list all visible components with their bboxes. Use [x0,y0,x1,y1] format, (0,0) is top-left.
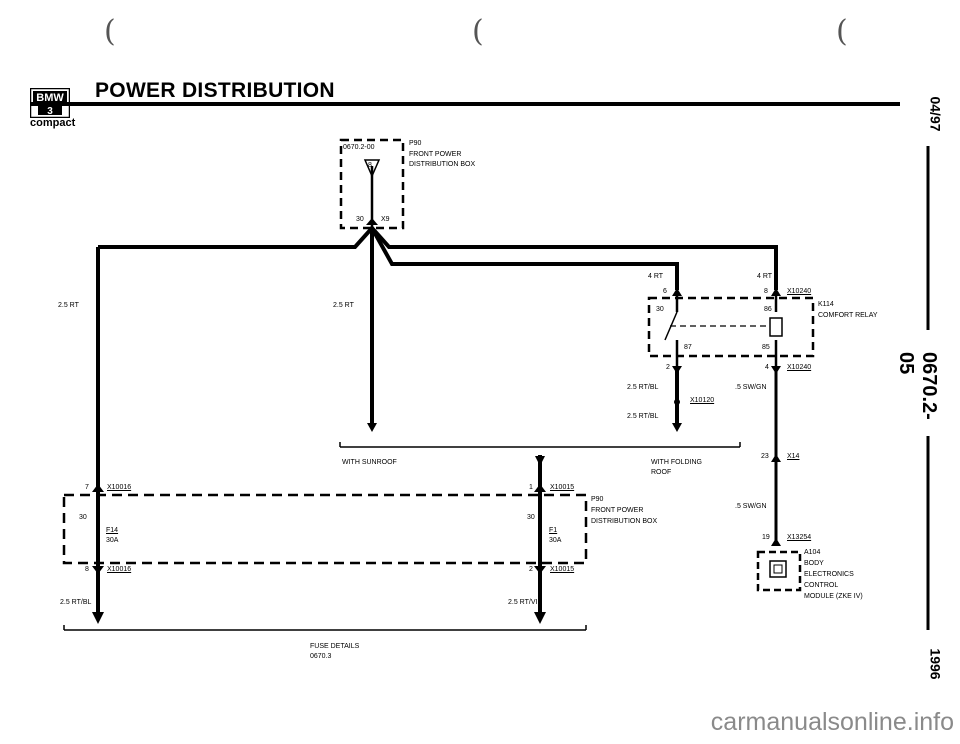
relay-pin87: 87 [684,344,692,351]
arrow-down-icon [534,612,546,624]
x13254-pin: 19 [762,534,770,541]
scan-mark: ( [836,14,848,49]
pin30-left: 30 [79,514,87,521]
pin30-center: 30 [527,514,535,521]
with-sunroof: WITH SUNROOF [342,459,397,466]
brand-model-text: compact [30,117,76,129]
splice-x10120: X10120 [690,397,715,404]
connector-down-icon [534,566,546,574]
wire-center-top: 2.5 RT [333,302,354,309]
relay-conn-bottom: X10240 [787,364,812,371]
x14: X14 [787,453,800,460]
x10015-top-pin: 1 [529,484,533,491]
p90-bottom-desc2: DISTRIBUTION BOX [591,518,658,525]
p90-top-desc2: DISTRIBUTION BOX [409,161,476,168]
x10016-bottom-pin: 8 [85,566,89,573]
wire-left-top: 2.5 RT [58,302,79,309]
wire-swgn-1: .5 SW/GN [735,384,767,391]
relay-pin86: 86 [764,306,772,313]
p90-bottom-desc1: FRONT POWER [591,507,644,514]
relay-conn-top: X10240 [787,288,812,295]
fuse-f14: F14 [106,527,119,534]
splice-dot-icon [674,399,680,405]
x10016-top: X10016 [107,484,132,491]
fuse-f1: F1 [549,527,558,534]
connector-up-icon [92,484,104,492]
fuse-details-1: FUSE DETAILS [310,643,360,650]
svg-text:3: 3 [47,106,53,117]
p90-top-fuse: 8 [368,162,372,169]
scan-mark: ( [104,14,116,49]
relay-desc: COMFORT RELAY [818,312,878,319]
connector-up-icon [771,538,781,546]
arrow-down-icon [672,423,682,432]
arrow-down-icon [535,456,545,466]
x14-pin: 23 [761,453,769,460]
p90-top-pin30: 30 [356,216,364,223]
p90-top-code: 0670.2-00 [343,144,375,151]
with-folding-2: ROOF [651,469,672,476]
fuse-details-2: 0670.3 [310,653,332,660]
svg-text:BMW: BMW [36,92,64,104]
relay-pin-left: 4 RT [648,273,664,280]
x10015-bottom-pin: 2 [529,566,533,573]
wire-swgn-2: .5 SW/GN [735,503,767,510]
relay-pin85: 85 [762,344,770,351]
connector-up-icon [672,288,682,296]
fuse-f1-amp: 30A [549,537,562,544]
p90-top-name: P90 [409,140,422,147]
arrow-down-icon [92,612,104,624]
wire-bottom-center: 2.5 RT/VI [508,599,538,606]
fuse-f14-amp: 30A [106,537,119,544]
a104-desc1: BODY [804,560,824,567]
a104-desc2: ELECTRONICS [804,571,854,578]
relay-name: K114 [818,301,834,308]
relay-conn-pin6: 6 [663,288,667,295]
x10015-top: X10015 [550,484,575,491]
x13254: X13254 [787,534,812,541]
x10016-bottom: X10016 [107,566,132,573]
connector-up-icon [771,288,781,296]
connector-down-icon [672,366,682,374]
wire-rtbl-1: 2.5 RT/BL [627,384,659,391]
page-title: POWER DISTRIBUTION [95,79,335,102]
with-folding-1: WITH FOLDING [651,459,702,466]
relay-pin-right: 4 RT [757,273,773,280]
relay-conn-pin4: 4 [765,364,769,371]
a104-desc3: CONTROL [804,582,839,589]
connector-up-icon [771,454,781,462]
relay-pin30: 30 [656,306,664,313]
arrow-down-icon [367,423,377,432]
connector-up-icon [366,218,378,225]
p90-top-desc1: FRONT POWER [409,151,462,158]
a104-desc4: MODULE (ZKE IV) [804,593,863,600]
a104-name: A104 [804,549,821,556]
connector-up-icon [534,484,546,492]
connector-down-icon [92,566,104,574]
x10016-top-pin: 7 [85,484,89,491]
p90-bottom-name: P90 [591,496,604,503]
x10015-bottom: X10015 [550,566,575,573]
relay-conn-pin2: 2 [666,364,670,371]
wire-bottom-left: 2.5 RT/BL [60,599,92,606]
p90-top-conn: X9 [381,216,390,223]
watermark: carmanualsonline.info [710,708,954,736]
connector-down-icon [771,366,781,374]
wire-rtbl-2: 2.5 RT/BL [627,413,659,420]
scan-mark: ( [472,14,484,49]
relay-conn-pin8: 8 [764,288,768,295]
